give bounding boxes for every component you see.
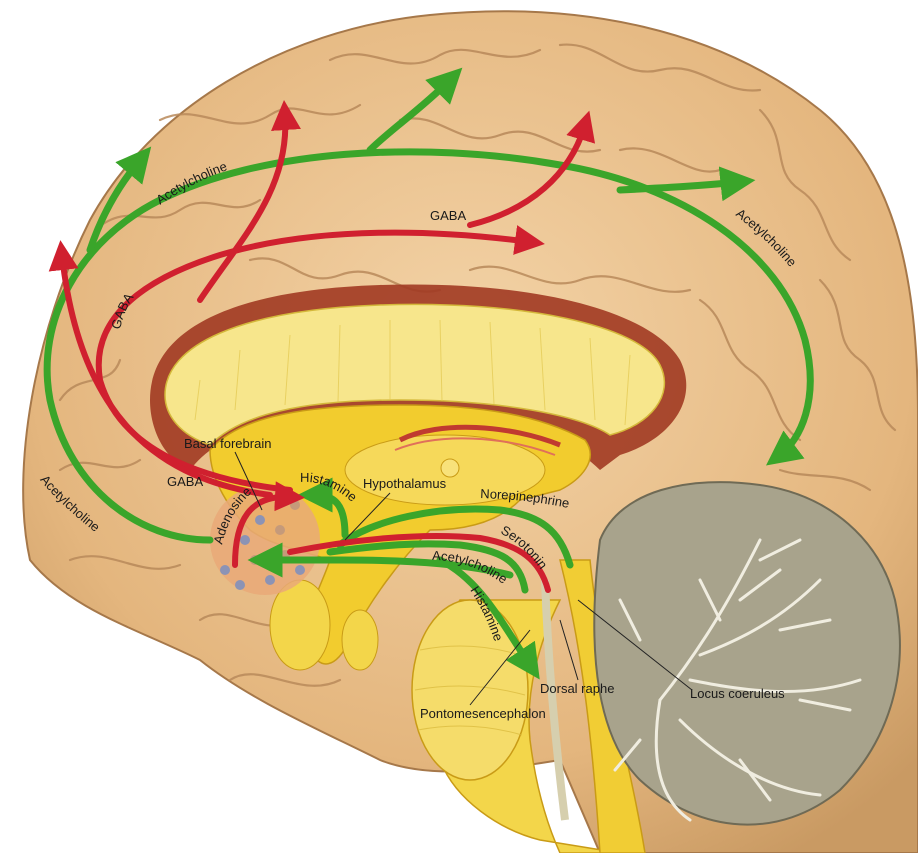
label-locus-coeruleus: Locus coeruleus xyxy=(690,686,785,701)
ach-cortical-arc xyxy=(43,148,814,544)
leader-hypothalamus xyxy=(344,492,391,541)
gaba-top-branch xyxy=(197,100,301,303)
ach-lower-curve xyxy=(326,540,529,594)
cerebellum xyxy=(593,481,901,826)
leader-basal-forebrain xyxy=(234,451,263,511)
label-dorsal-raphe: Dorsal raphe xyxy=(540,681,614,696)
acetylcholine-pathways xyxy=(43,67,814,680)
ach-frontal-branch xyxy=(86,146,152,254)
label-basal-forebrain: Basal forebrain xyxy=(184,436,271,451)
leader-pontomesencephalon xyxy=(469,629,531,706)
norepinephrine-path xyxy=(336,505,574,569)
label-hypothalamus: Hypothalamus xyxy=(363,476,447,491)
gaba-upper-right xyxy=(467,110,596,228)
label-gaba-bottom: GABA xyxy=(167,474,203,489)
ach-parietal-branch xyxy=(616,166,756,202)
adenosine-loop xyxy=(232,481,305,568)
inhibitory-pathways xyxy=(48,100,596,593)
label-gaba-top: GABA xyxy=(430,208,466,223)
label-pontomesencephalon: Pontomesencephalon xyxy=(420,706,546,721)
serotonin-path xyxy=(287,532,551,593)
ach-superior-branch xyxy=(366,67,463,154)
histamine-upper-loop xyxy=(297,477,349,539)
gaba-frontal-branch xyxy=(48,240,273,498)
ach-to-forebrain xyxy=(247,542,514,579)
leader-dorsal-raphe xyxy=(559,619,579,681)
leader-locus-coeruleus xyxy=(577,599,693,691)
histamine-branch xyxy=(436,556,540,680)
